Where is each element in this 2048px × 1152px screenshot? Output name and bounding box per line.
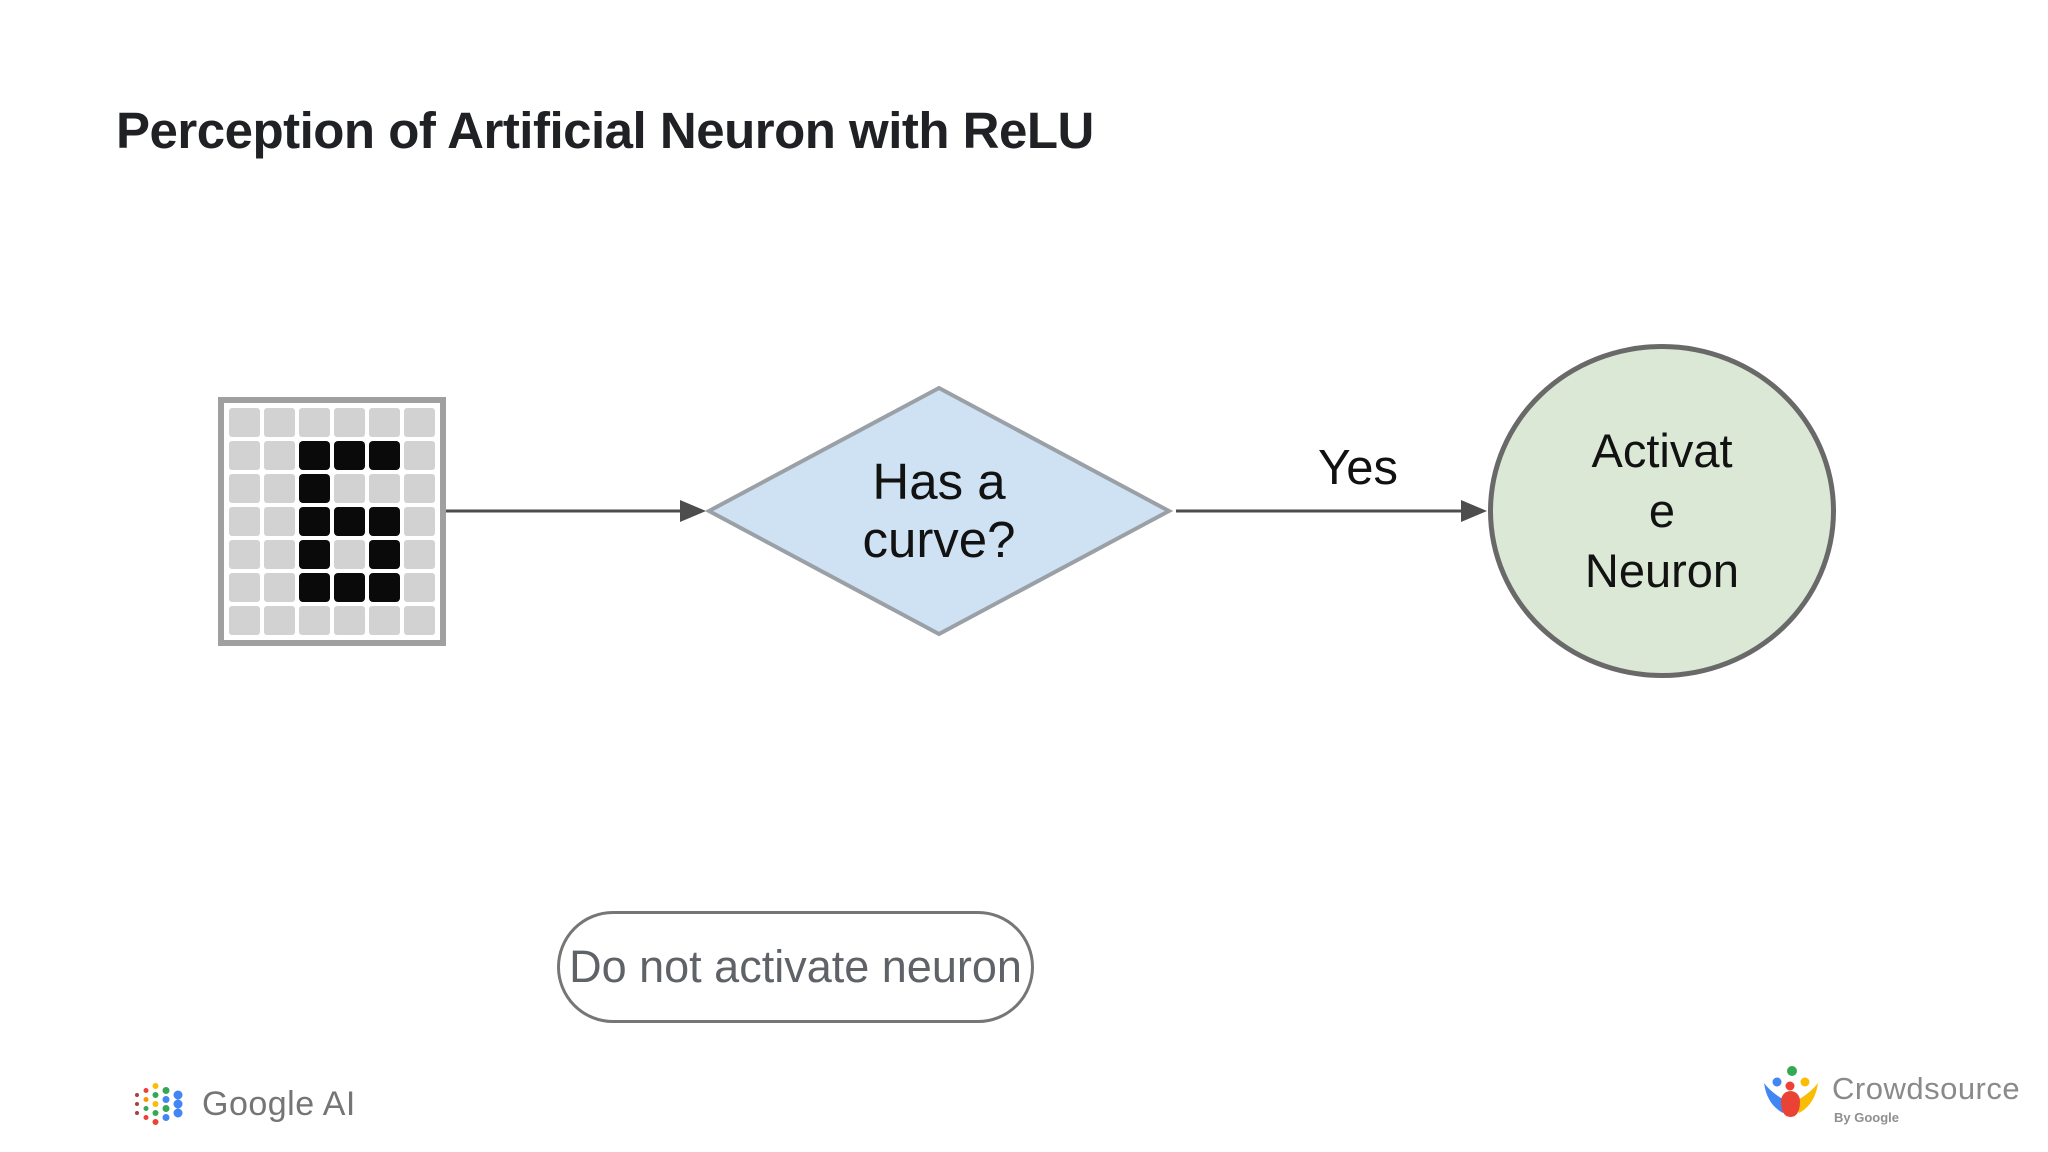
pixel-cell-off (264, 540, 295, 569)
pixel-cell-off (404, 540, 435, 569)
pixel-cell-off (229, 540, 260, 569)
pixel-cell-off (404, 474, 435, 503)
pixel-cell-off (229, 474, 260, 503)
by-google-label: By Google (1834, 1110, 1900, 1125)
activate-neuron-node: Activat e Neuron (1488, 344, 1836, 678)
google-ai-logo: Google AI (132, 1075, 356, 1133)
google-ai-dots-icon (135, 1083, 183, 1125)
pixel-grid (218, 397, 446, 646)
pixel-cell-off (299, 606, 330, 635)
pixel-cell-off (369, 408, 400, 437)
crowdsource-text-block: Crowdsource By Google (1832, 1071, 2020, 1125)
pixel-cell-on (299, 474, 330, 503)
pixel-cell-off (264, 507, 295, 536)
activate-label-line3: Neuron (1584, 544, 1740, 598)
pixel-cell-off (229, 573, 260, 602)
pixel-cell-on (299, 540, 330, 569)
yes-edge-label: Yes (1318, 441, 1398, 495)
pixel-cell-off (404, 573, 435, 602)
pixel-cell-on (369, 540, 400, 569)
decision-label-line2: curve? (862, 511, 1016, 568)
pixel-cell-off (229, 441, 260, 470)
pixel-cell-on (299, 441, 330, 470)
pixel-cell-off (334, 606, 365, 635)
pixel-cell-off (229, 507, 260, 536)
page-title: Perception of Artificial Neuron with ReL… (116, 102, 1094, 159)
pixel-cell-off (334, 474, 365, 503)
activate-label-line2: e (1648, 483, 1676, 537)
arrow-grid-to-diamond (446, 500, 706, 522)
pixel-cell-off (404, 441, 435, 470)
pixel-cell-off (369, 474, 400, 503)
do-not-activate-label: Do not activate neuron (569, 941, 1022, 992)
pixel-cell-off (229, 408, 260, 437)
pixel-cell-on (334, 507, 365, 536)
pixel-cell-on (299, 507, 330, 536)
pixel-cell-off (264, 408, 295, 437)
google-ai-label: Google AI (202, 1084, 356, 1123)
pixel-cell-off (299, 408, 330, 437)
do-not-activate-node: Do not activate neuron (557, 911, 1034, 1023)
pixel-cell-on (334, 441, 365, 470)
pixel-cell-on (369, 507, 400, 536)
decision-label-line1: Has a (872, 453, 1006, 511)
decision-node: Has a curve? (705, 385, 1173, 637)
pixel-cell-off (404, 606, 435, 635)
pixel-cell-on (369, 441, 400, 470)
pixel-cell-off (264, 474, 295, 503)
pixel-cell-on (334, 573, 365, 602)
decision-label: Has a curve? (705, 385, 1173, 637)
activate-label-line1: Activat (1591, 423, 1733, 477)
pixel-cell-off (404, 507, 435, 536)
pixel-cell-off (264, 573, 295, 602)
pixel-cell-off (334, 540, 365, 569)
crowdsource-label: Crowdsource (1832, 1071, 2021, 1106)
pixel-cell-on (299, 573, 330, 602)
arrow-diamond-to-circle (1176, 500, 1487, 522)
pixel-cell-off (229, 606, 260, 635)
pixel-cell-on (369, 573, 400, 602)
crowdsource-logo: Crowdsource By Google (1762, 1063, 2020, 1129)
pixel-cell-off (404, 408, 435, 437)
pixel-cell-off (264, 441, 295, 470)
pixel-cell-off (334, 408, 365, 437)
pixel-cell-off (369, 606, 400, 635)
decision-diamond-shape (705, 385, 1173, 637)
crowdsource-icon (1764, 1066, 1818, 1117)
pixel-cell-off (264, 606, 295, 635)
